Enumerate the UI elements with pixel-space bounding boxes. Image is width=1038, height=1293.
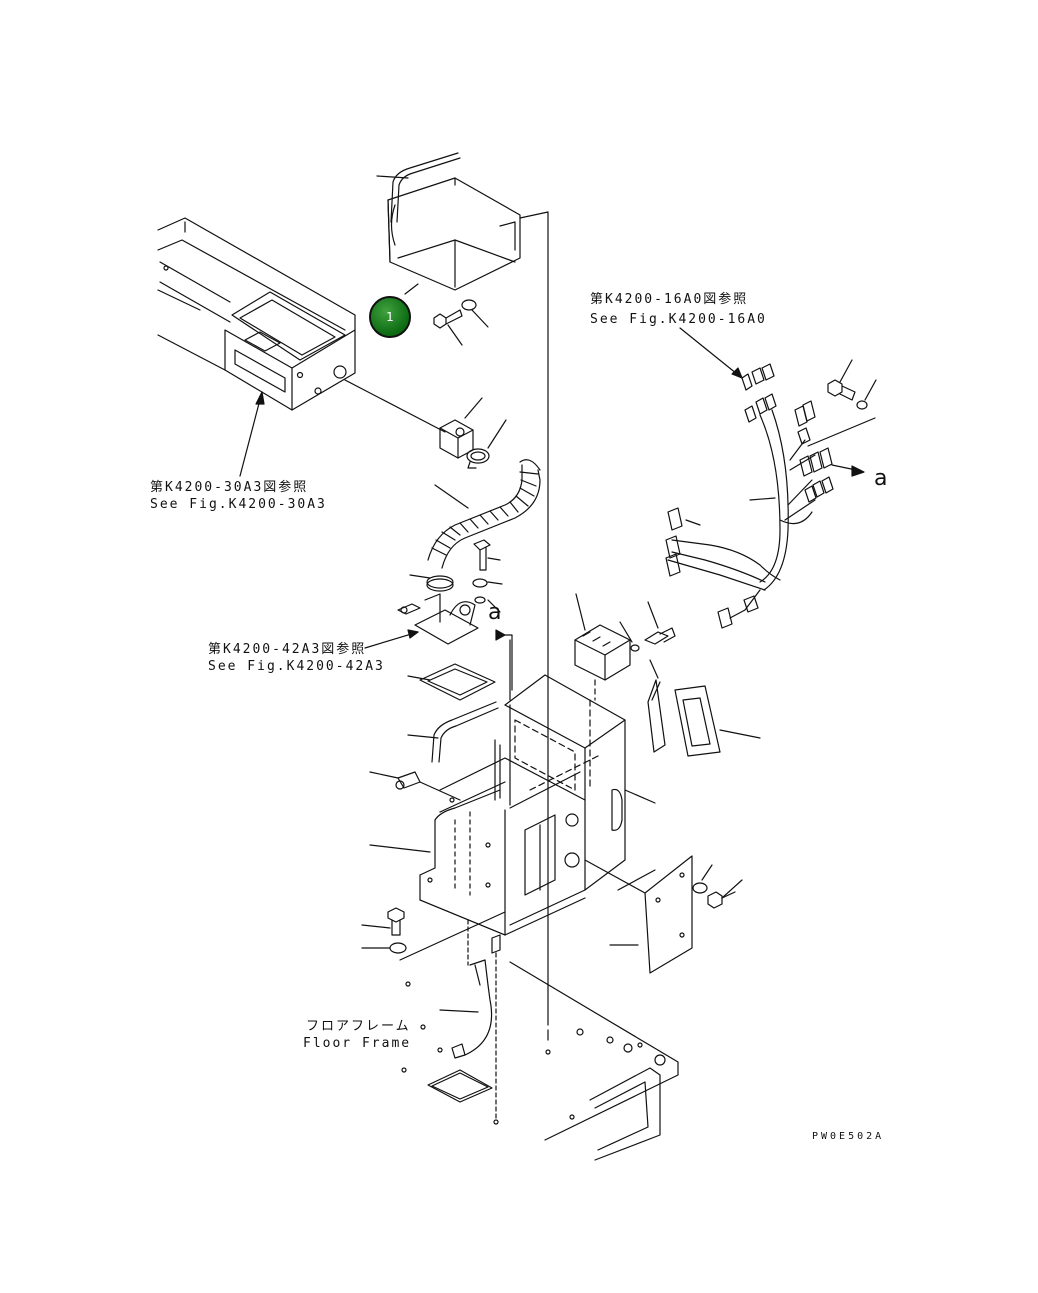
bolt [388,908,404,935]
gasket [420,664,495,700]
cover-plate [645,856,692,973]
main-housing [420,675,625,935]
leader-line [377,176,408,178]
callout-a-right: a [874,466,888,491]
washer [857,401,867,409]
bolt [474,540,490,570]
ref-16a0-en: See Fig.K4200-16A0 [590,312,767,327]
band-clamp [427,576,453,591]
seal-strip [648,680,665,752]
callout-a-mid: a [488,600,502,625]
bolt [708,892,735,908]
washer [473,579,487,587]
washer [631,645,639,651]
switch-plug [396,772,420,789]
bolt [434,310,462,328]
corrugated-duct [428,460,540,568]
washer [693,883,707,893]
hotspot-label: 1 [386,310,394,324]
connector [666,364,833,628]
ref-42a3-en: See Fig.K4200-42A3 [208,659,385,674]
gasket-frame [675,686,720,756]
bolt [645,628,675,644]
washer [462,300,476,310]
ref-30a3-en: See Fig.K4200-30A3 [150,497,327,512]
washer [475,597,485,603]
floor-frame-label-en: Floor Frame [303,1036,412,1051]
ref-42a3-jp: 第K4200-42A3図参照 [208,642,367,657]
arrow-console [240,392,262,476]
console-panel [158,218,355,410]
floor-frame [402,962,678,1160]
part-hotspot-1[interactable]: 1 [369,296,411,338]
bolt [828,380,855,400]
mount-bracket [398,594,478,644]
top-cover [388,178,520,290]
rubber-seal-strip [432,702,498,762]
assembly-line [520,212,548,1025]
ref-30a3-jp: 第K4200-30A3図参照 [150,480,309,495]
hose-clamp [467,449,489,468]
floor-frame-label-jp: フロアフレーム [306,1019,411,1034]
control-unit [575,625,630,680]
washer [390,943,406,953]
ref-16a0-jp: 第K4200-16A0図参照 [590,292,749,307]
wiring-harness [668,410,815,618]
harness-lower [452,920,500,1124]
figure-code: PW0E502A [812,1131,885,1142]
